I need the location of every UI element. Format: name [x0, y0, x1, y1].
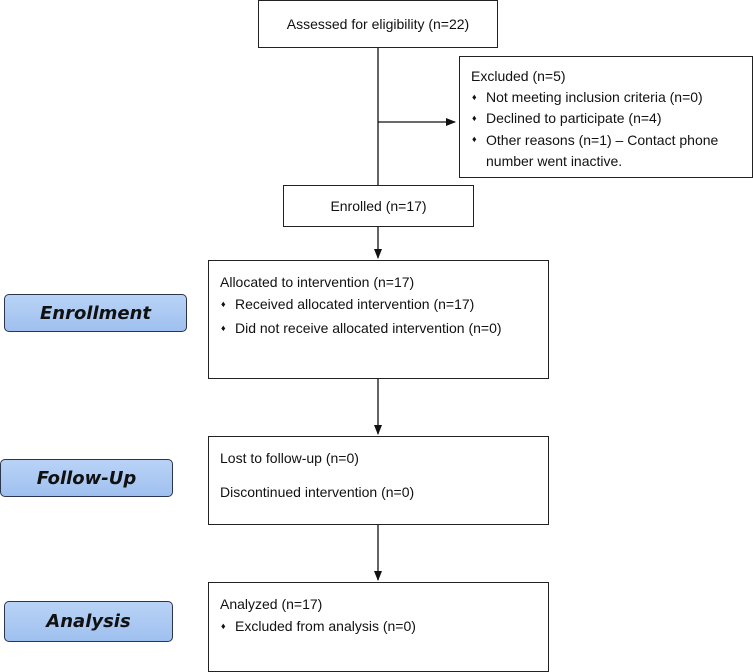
enrolled-label: Enrolled (n=17): [330, 197, 427, 214]
bullet-icon: ♦: [221, 621, 226, 631]
assessed-box: Assessed for eligibility (n=22): [258, 0, 498, 48]
followup-line: Lost to follow-up (n=0): [220, 450, 359, 466]
allocated-item: ♦ Did not receive allocated intervention…: [221, 320, 502, 336]
excluded-item: ♦ Not meeting inclusion criteria (n=0): [472, 89, 703, 105]
enrolled-box: Enrolled (n=17): [283, 185, 474, 227]
allocated-box: Allocated to intervention (n=17) ♦ Recei…: [208, 260, 549, 379]
excluded-item: ♦ Other reasons (n=1) – Contact phone nu…: [471, 130, 742, 172]
analysis-item: ♦ Excluded from analysis (n=0): [221, 618, 416, 634]
allocated-item: ♦ Received allocated intervention (n=17): [221, 296, 475, 312]
bullet-icon: ♦: [221, 323, 226, 333]
stage-label-enrollment: Enrollment: [4, 294, 187, 332]
followup-box: Lost to follow-up (n=0) Discontinued int…: [208, 436, 549, 525]
bullet-icon: ♦: [221, 299, 226, 309]
bullet-icon: ♦: [472, 113, 477, 123]
analysis-title: Analyzed (n=17): [220, 596, 323, 612]
stage-label-follow-up: Follow-Up: [0, 459, 173, 497]
excluded-item: ♦ Declined to participate (n=4): [472, 110, 662, 126]
analysis-box: Analyzed (n=17) ♦ Excluded from analysis…: [208, 582, 549, 672]
assessed-label: Assessed for eligibility (n=22): [286, 15, 470, 32]
allocated-title: Allocated to intervention (n=17): [220, 274, 415, 290]
bullet-icon: ♦: [472, 134, 477, 144]
excluded-title: Excluded (n=5): [471, 68, 566, 84]
bullet-icon: ♦: [472, 92, 477, 102]
excluded-box: Excluded (n=5) ♦ Not meeting inclusion c…: [459, 56, 753, 178]
followup-line: Discontinued intervention (n=0): [220, 484, 415, 500]
stage-label-analysis: Analysis: [4, 601, 173, 642]
